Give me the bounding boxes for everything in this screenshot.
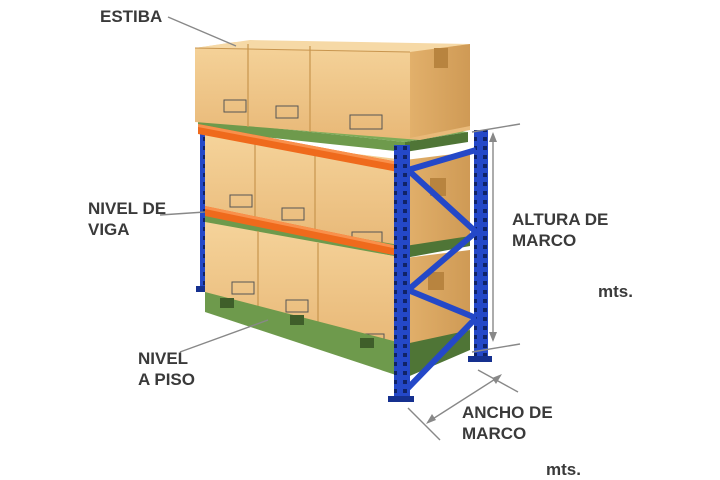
label-nivel-a-piso-line1: NIVEL	[138, 349, 189, 368]
label-altura-de-marco: ALTURA DE MARCO	[512, 209, 608, 251]
unit-ancho: mts.	[546, 460, 581, 479]
label-nivel-de-viga-line1: NIVEL DE	[88, 199, 167, 218]
rear-right-upright	[468, 130, 492, 362]
front-right-upright	[388, 145, 414, 402]
leader-lines	[159, 16, 269, 353]
label-ancho-de-marco-line2: MARCO	[462, 424, 527, 443]
width-dimension	[407, 369, 519, 441]
label-altura-de-marco-line1: ALTURA DE	[512, 210, 609, 229]
frame-bracing	[405, 147, 479, 391]
load-beam-upper	[198, 124, 398, 172]
label-ancho-de-marco: ANCHO DE MARCO	[462, 402, 553, 444]
label-ancho-de-marco-line1: ANCHO DE	[462, 403, 553, 422]
label-estiba: ESTIBA	[100, 7, 163, 26]
label-nivel-a-piso: NIVEL A PISO	[138, 348, 195, 390]
label-altura-de-marco-line2: MARCO	[512, 231, 577, 250]
box-top-row	[194, 40, 470, 140]
height-dimension	[471, 123, 521, 353]
unit-altura: mts.	[598, 282, 633, 301]
box-lower-row	[205, 222, 470, 349]
label-nivel-de-viga: NIVEL DE VIGA	[88, 198, 166, 240]
label-nivel-de-viga-line2: VIGA	[88, 220, 130, 239]
load-beam-lower	[205, 206, 398, 256]
label-nivel-a-piso-line2: A PISO	[138, 370, 195, 389]
